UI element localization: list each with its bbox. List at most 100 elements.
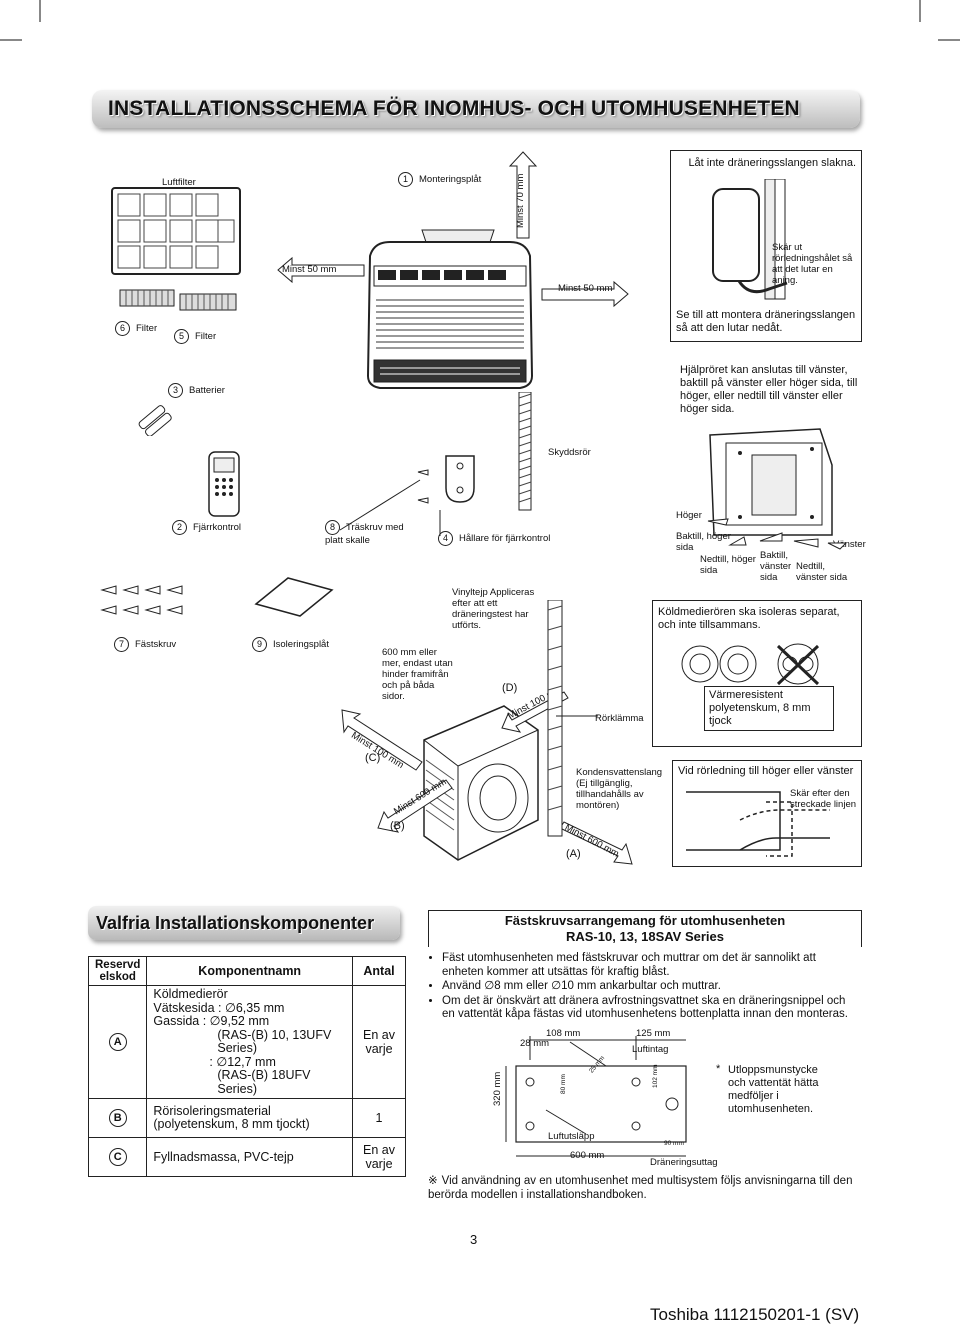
minst50-left-label: Minst 50 mm [282, 264, 337, 275]
pipe-insulation-illustration [681, 643, 820, 686]
varmeresistent-box: Värmeresistent polyetenskum, 8 mm tjock [704, 686, 834, 731]
air-filter-illustration [111, 187, 241, 275]
drain-hose-detail-box [670, 150, 862, 342]
clearance-600-note: 600 mm eller mer, endast utan hinder fra… [382, 647, 453, 702]
draneringsuttag-label: Dräneringsuttag [650, 1157, 718, 1168]
side-piping-illustration [686, 791, 830, 857]
side-piping-box [672, 760, 862, 867]
fastening-bullet: Fäst utomhusenheten med fästskruvar och … [442, 952, 860, 979]
row-qty: En av varje [352, 985, 406, 1099]
vanster-label: Vänster [833, 539, 866, 550]
drain-not-slack-note: Låt inte dräneringsslangen slakna. [688, 157, 856, 169]
direction-arrows [707, 518, 848, 550]
row-name-line: (RAS-(B) 10, 13UFV Series) [217, 1027, 332, 1055]
note-star: Utloppsmunstycke och vattentät hätta med… [728, 1064, 819, 1115]
drain-downward-note: Se till att montera dräneringsslangen så… [676, 309, 856, 334]
clearance-arrow-right [541, 280, 629, 308]
fastening-screws-illustration [100, 585, 183, 615]
row-name-line: Fyllnadsmassa, PVC-tejp [146, 1137, 353, 1177]
registration-mark-top-left [0, 0, 41, 41]
remote-holder-illustration [445, 455, 475, 503]
components-table-header: Reservd elskod Komponentnamn Antal [87, 956, 406, 986]
nedtill-hoger-label: Nedtill, höger sida [700, 554, 756, 576]
dim-108: 108 mm [546, 1028, 581, 1039]
page-title: INSTALLATIONSSCHEMA FÖR INOMHUS- OCH UTO… [108, 97, 800, 120]
remote-control-illustration [208, 451, 240, 517]
row-name-line: Gassida : ∅9,52 mm [153, 1014, 270, 1028]
dim-28: 28 mm [520, 1038, 550, 1049]
row-code: A [108, 1033, 127, 1051]
varmeresistent-note: Värmeresistent polyetenskum, 8 mm tjock [709, 689, 811, 727]
registration-mark-top-right [919, 0, 960, 41]
page-number: 3 [470, 1232, 478, 1247]
batteries-illustration [138, 405, 172, 436]
minst70-label: Minst 70 mm [515, 173, 526, 228]
col-qty-header: Antal [352, 956, 406, 986]
fastening-heading-1: Fästskruvsarrangemang för utomhusenheten [504, 913, 786, 928]
nedtill-vanster-label: Nedtill, vänster sida [796, 561, 848, 583]
row-name-line: : ∅12,7 mm [209, 1054, 276, 1069]
baktill-hoger-label: Baktill, höger sida [676, 531, 731, 553]
col-code-header: Reservd elskod [87, 956, 148, 986]
hoger-label: Höger [676, 510, 702, 521]
row-name-line: Vätskesida : ∅6,35 mm [153, 1000, 285, 1015]
components-table: Reservd elskod Komponentnamn Antal A Köl… [87, 956, 406, 1177]
dim-600: 600 mm [570, 1150, 605, 1161]
outdoor-unit-illustration [423, 705, 539, 861]
row-name-line: Rörisoleringsmaterial [153, 1103, 271, 1118]
col-name-header: Komponentnamn [146, 956, 353, 986]
skyddsror-label: Skyddsrör [548, 447, 591, 458]
pipe-clamp-leader [556, 715, 598, 717]
table-row: C Fyllnadsmassa, PVC-tejp En av varje [87, 1137, 406, 1177]
mark-d-label: (D) [502, 682, 518, 694]
filter-6-illustration [119, 289, 175, 307]
row-code: B [108, 1109, 127, 1127]
wood-screw-illustration [417, 469, 429, 504]
unit-back-view-illustration [709, 428, 833, 536]
indoor-unit-illustration [366, 241, 534, 389]
cut-hole-note: Skär ut rörledningshålet så att det luta… [772, 242, 853, 286]
components-heading: Valfria Installationskomponenter [96, 913, 375, 933]
fastening-heading-box: Fästskruvsarrangemang för utomhusenheten… [428, 910, 862, 947]
star-mark: * [716, 1063, 721, 1075]
table-row: A Köldmedierör Vätskesida : ∅6,35 mm Gas… [87, 985, 406, 1099]
dim-102: 102 mm [652, 1064, 659, 1088]
dim-125: 125 mm [636, 1028, 671, 1039]
clearance-arrow-top [508, 151, 538, 239]
clearance-arrow-b [377, 779, 453, 833]
multisystem-text: Vid användning av en utomhusenhet med mu… [428, 1175, 853, 1201]
page-title-bar: INSTALLATIONSSCHEMA FÖR INOMHUS- OCH UTO… [92, 90, 860, 128]
dim-90: 90 mm [664, 1140, 684, 1147]
luftintag-label: Luftintag [632, 1044, 669, 1055]
fastening-heading-2: RAS-10, 13, 18SAV Series [565, 929, 724, 944]
row-qty: 1 [352, 1098, 406, 1138]
row-name-line: (polyetenskum, 8 mm tjockt) [153, 1117, 310, 1131]
table-row: B Rörisoleringsmaterial (polyetenskum, 8… [87, 1098, 406, 1138]
aux-pipe-note: Hjälpröret kan anslutas till vänster, ba… [680, 364, 858, 415]
vertical-pipe-illustration [547, 600, 563, 837]
isoleras-note: Köldmedierören ska isoleras separat, och… [658, 606, 840, 631]
fastening-bullet: Om det är önskvärt att dränera avfrostni… [442, 995, 860, 1022]
wall-section-illustration [712, 179, 788, 300]
doc-id: Toshiba 1112150201-1 (SV) [650, 1305, 860, 1324]
dim-80: 80 mm [560, 1074, 567, 1094]
multisystem-mark: ※ [428, 1175, 438, 1187]
insulation-plate-illustration [254, 577, 334, 617]
fastening-bullet: Använd ∅8 mm eller ∅10 mm ankarbultar oc… [442, 980, 860, 994]
filter-5-illustration [179, 293, 237, 311]
vid-rorledning-note: Vid rörledning till höger eller vänster [678, 765, 854, 777]
dim-320: 320 mm [492, 1071, 503, 1106]
row-name-line: Köldmedierör [153, 987, 228, 1001]
mark-b-label: (B) [390, 820, 405, 832]
skar-efter-note: Skär efter den streckade linjen [790, 788, 857, 810]
rorklamma-label: Rörklämma [595, 713, 644, 724]
luftutslapp-label: Luftutsläpp [548, 1131, 595, 1142]
